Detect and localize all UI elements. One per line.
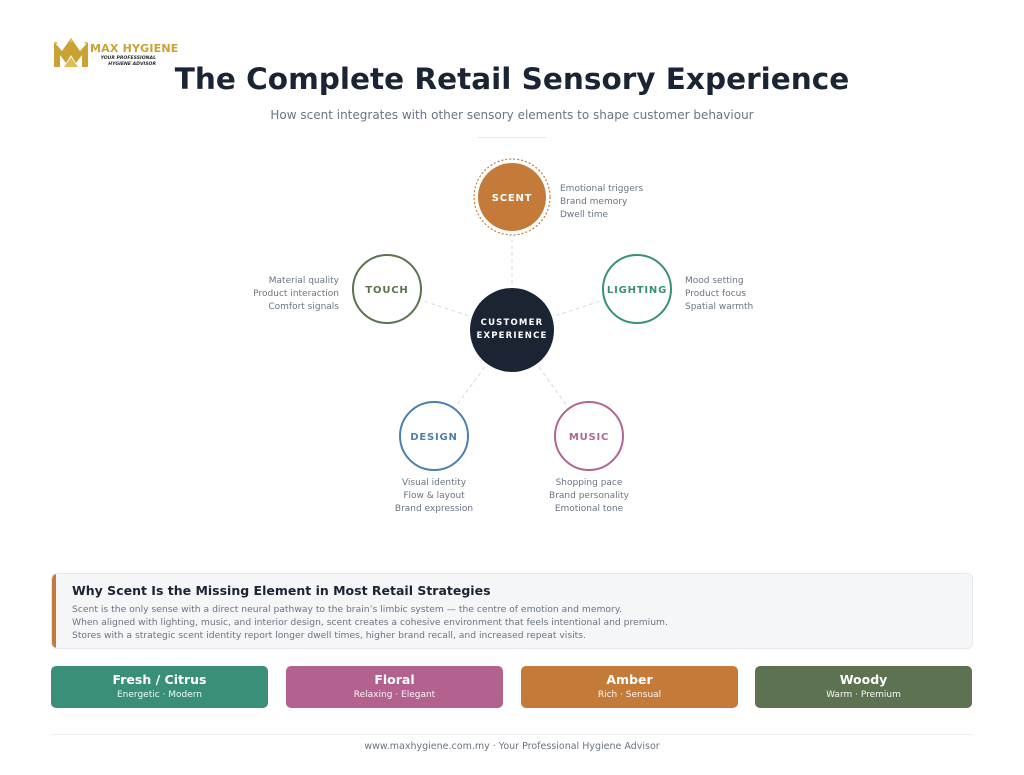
scent-family-name: Fresh / Citrus — [112, 672, 207, 687]
center-label-line2: EXPERIENCE — [476, 331, 547, 341]
sense-node-note: Brand personality — [549, 491, 630, 501]
footer-text: www.maxhygiene.com.my · Your Professiona… — [364, 741, 660, 752]
sense-node-note: Spatial warmth — [685, 302, 753, 312]
sense-node-note: Mood setting — [685, 276, 744, 286]
sense-node-label: SCENT — [492, 193, 533, 204]
sense-node-note: Brand memory — [560, 197, 628, 207]
crown-monogram-icon — [54, 38, 88, 67]
connector-touch — [422, 300, 469, 317]
connector-music — [538, 366, 568, 406]
sense-node-note: Comfort signals — [268, 302, 339, 312]
sense-node-circle — [399, 401, 469, 471]
sense-node-circle — [478, 163, 546, 231]
brand-tagline-line2: HYGIENE ADVISOR — [108, 61, 156, 67]
insight-card: Why Scent Is the Missing Element in Most… — [51, 573, 973, 649]
sense-node-label: DESIGN — [410, 432, 457, 443]
scent-family-desc: Relaxing · Elegant — [353, 690, 436, 700]
title-divider — [478, 137, 546, 138]
scent-family-tile-woody: Woody Warm · Premium — [755, 666, 972, 708]
sense-node-note: Emotional tone — [555, 504, 624, 514]
sense-node-label: MUSIC — [569, 432, 609, 443]
scent-family-tile-amber: Amber Rich · Sensual — [521, 666, 738, 708]
sense-node-note: Visual identity — [402, 478, 467, 488]
brand-name: MAX HYGIENE — [90, 42, 179, 55]
scent-family-desc: Rich · Sensual — [597, 690, 662, 700]
insight-line: Stores with a strategic scent identity r… — [72, 630, 586, 641]
sense-node-circle — [352, 254, 422, 324]
scent-family-desc: Energetic · Modern — [116, 690, 203, 700]
page-subtitle: How scent integrates with other sensory … — [270, 108, 754, 122]
sense-node-note: Material quality — [269, 276, 340, 286]
sense-node-circle — [602, 254, 672, 324]
footer-divider — [51, 734, 973, 735]
diagram-connectors — [422, 240, 602, 406]
brand-tagline: YOUR PROFESSIONAL HYGIENE ADVISOR — [90, 56, 156, 67]
center-label-line1: CUSTOMER — [481, 318, 544, 328]
brand-tagline-line1: YOUR PROFESSIONAL — [100, 56, 156, 61]
page-title: The Complete Retail Sensory Experience — [174, 62, 850, 96]
scent-family-name: Woody — [839, 672, 888, 687]
sense-node-label: LIGHTING — [607, 285, 667, 296]
insight-line: When aligned with lighting, music, and i… — [72, 617, 668, 628]
sense-node-note: Product interaction — [253, 289, 339, 299]
sense-node-note: Emotional triggers — [560, 184, 643, 194]
insight-accent-bar — [52, 574, 56, 648]
connector-lighting — [555, 300, 602, 317]
sensory-diagram: CUSTOMER EXPERIENCE SCENT Emotional trigg… — [253, 158, 753, 514]
insight-line: Scent is the only sense with a direct ne… — [72, 604, 622, 615]
sense-node-note: Flow & layout — [403, 491, 465, 501]
sense-node-note: Product focus — [685, 289, 746, 299]
sense-node-circle — [554, 401, 624, 471]
scent-family-desc: Warm · Premium — [826, 690, 901, 700]
scent-family-name: Floral — [374, 672, 415, 687]
brand-logo: MAX HYGIENE YOUR PROFESSIONAL HYGIENE AD… — [52, 36, 178, 72]
scent-family-name: Amber — [606, 672, 653, 687]
sense-node-ring — [473, 158, 551, 236]
center-circle — [470, 288, 554, 372]
sense-node-label: TOUCH — [365, 285, 408, 296]
scent-family-tile-fresh-citrus: Fresh / Citrus Energetic · Modern — [51, 666, 268, 708]
center-node-customer-experience: CUSTOMER EXPERIENCE — [470, 288, 554, 372]
sense-node-note: Brand expression — [395, 504, 473, 514]
scent-family-tile-floral: Floral Relaxing · Elegant — [286, 666, 503, 708]
brand-wordmark: MAX HYGIENE YOUR PROFESSIONAL HYGIENE AD… — [90, 42, 179, 67]
insight-title: Why Scent Is the Missing Element in Most… — [72, 583, 491, 598]
sense-node-note: Dwell time — [560, 210, 608, 220]
sense-node-note: Shopping pace — [556, 478, 623, 488]
connector-design — [456, 366, 486, 406]
